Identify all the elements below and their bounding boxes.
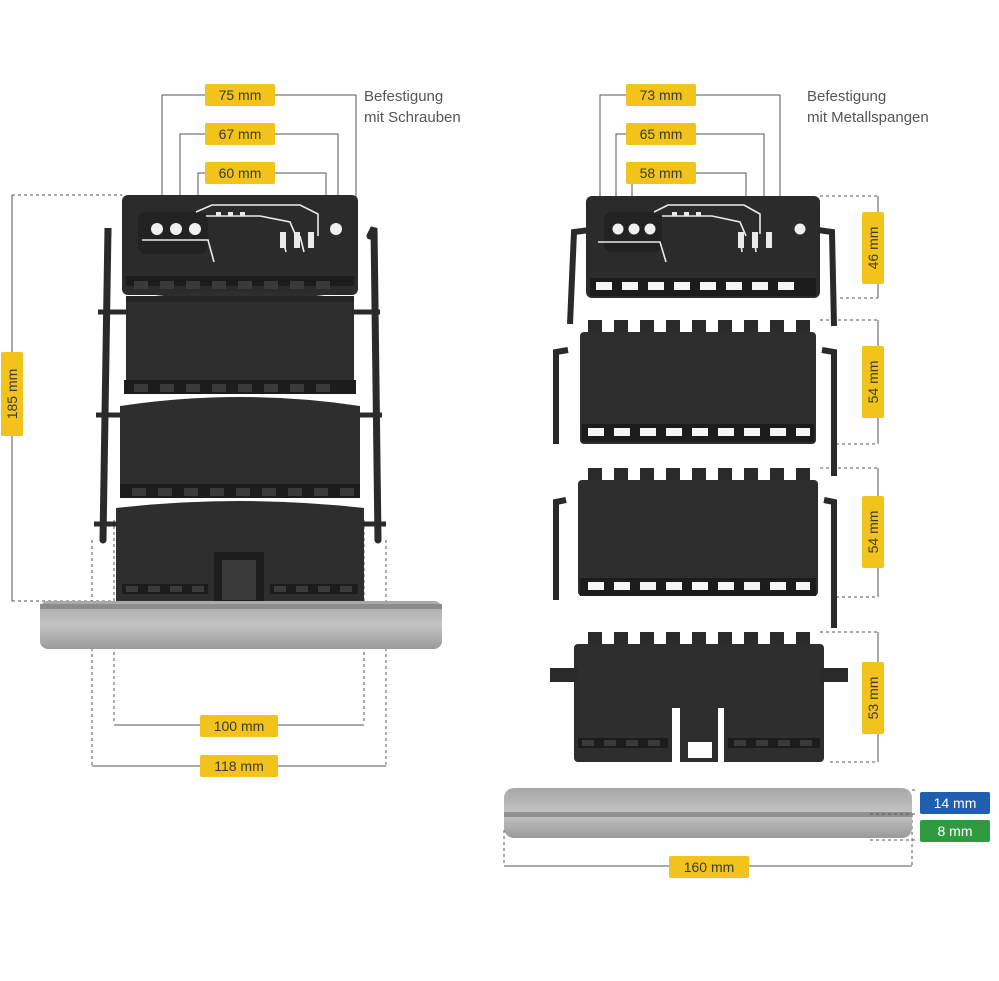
- label-73mm: 73 mm: [626, 84, 696, 106]
- label-54mm-a: 54 mm: [862, 346, 884, 418]
- right-caption-line-1: Befestigung: [807, 88, 887, 105]
- label-53mm-text: 53 mm: [865, 676, 881, 720]
- right-caption-line-2: mit Metallspangen: [807, 109, 929, 126]
- right-bottom-module: [550, 632, 848, 762]
- left-header-module: [122, 195, 358, 295]
- label-53mm: 53 mm: [862, 662, 884, 734]
- label-185mm-text: 185 mm: [4, 368, 20, 420]
- left-rail: [40, 601, 442, 649]
- label-54mm-b-text: 54 mm: [865, 510, 881, 554]
- left-caption-line-2: mit Schrauben: [364, 109, 461, 126]
- label-67mm: 67 mm: [205, 123, 275, 145]
- label-75mm: 75 mm: [205, 84, 275, 106]
- right-module-2: [553, 468, 837, 628]
- label-65mm: 65 mm: [626, 123, 696, 145]
- label-58mm: 58 mm: [626, 162, 696, 184]
- right-header-module: [567, 196, 837, 327]
- label-100mm: 100 mm: [200, 715, 278, 737]
- right-module-1: [553, 320, 837, 476]
- left-caption: Befestigung mit Schrauben: [364, 86, 461, 128]
- left-bottom-module: [116, 501, 364, 602]
- label-54mm-a-text: 54 mm: [865, 360, 881, 404]
- label-185mm: 185 mm: [1, 352, 23, 436]
- label-8mm: 8 mm: [920, 820, 990, 842]
- label-54mm-b: 54 mm: [862, 496, 884, 568]
- right-height-guides: [503, 195, 913, 866]
- label-160mm: 160 mm: [669, 856, 749, 878]
- left-module-2: [120, 397, 360, 498]
- label-14mm: 14 mm: [920, 792, 990, 814]
- label-60mm: 60 mm: [205, 162, 275, 184]
- left-wire-frame: [99, 226, 382, 544]
- label-46mm: 46 mm: [862, 212, 884, 284]
- right-caption: Befestigung mit Metallspangen: [807, 86, 929, 128]
- right-assembly: [503, 94, 916, 867]
- label-118mm: 118 mm: [200, 755, 278, 777]
- left-assembly: [11, 94, 442, 767]
- left-caption-line-1: Befestigung: [364, 88, 444, 105]
- left-module-1: [124, 291, 356, 394]
- label-46mm-text: 46 mm: [865, 226, 881, 270]
- rail-height-guides: [870, 789, 916, 841]
- right-rail: [504, 788, 912, 838]
